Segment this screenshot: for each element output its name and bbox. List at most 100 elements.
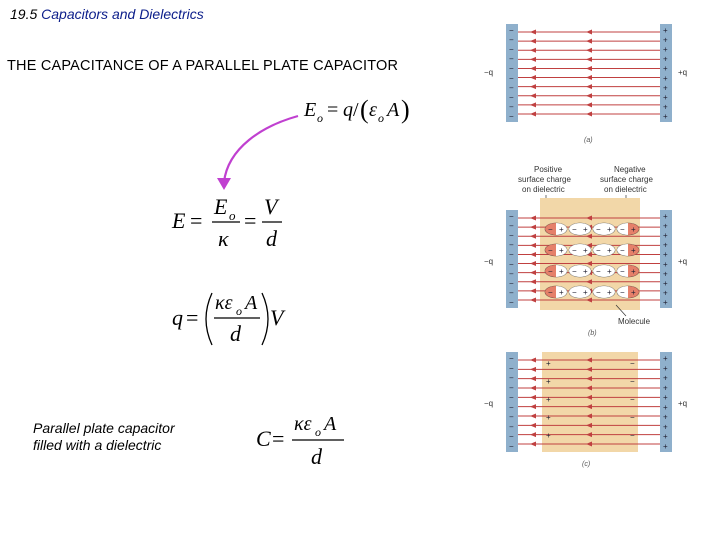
molecule-plus-sign: +: [607, 267, 612, 276]
panel-b: Positive surface charge on dielectric Ne…: [484, 165, 687, 337]
eq-e-den1: κ: [218, 226, 229, 251]
field-arrowhead: [530, 38, 536, 44]
field-arrowhead: [530, 413, 536, 419]
plus-sign: +: [663, 393, 668, 402]
molecule-minus-sign: −: [620, 246, 625, 255]
minus-sign: −: [509, 432, 514, 441]
eq-e0-eps-sub: o: [378, 111, 384, 125]
minus-sign: −: [509, 279, 514, 288]
field-arrowhead: [586, 376, 592, 382]
eq-q-num: κε: [215, 292, 233, 314]
molecule-plus-sign: +: [607, 225, 612, 234]
main-heading: THE CAPACITANCE OF A PARALLEL PLATE CAPA…: [7, 58, 399, 74]
eq-e0-lhs: E: [303, 99, 316, 121]
field-arrowhead: [530, 84, 536, 90]
field-arrowhead: [530, 29, 536, 35]
minus-sign: −: [509, 55, 514, 64]
molecule-positive-end: [556, 223, 567, 235]
minus-sign: −: [509, 102, 514, 111]
molecule-positive-end: [580, 223, 591, 235]
molecule-positive-end: [556, 244, 567, 256]
plus-sign: +: [663, 93, 668, 102]
field-arrowhead: [586, 29, 592, 35]
molecule-positive-end: [604, 244, 615, 256]
figure-caption: Parallel plate capacitor filled with a d…: [33, 420, 175, 454]
molecule-minus-sign: −: [548, 225, 553, 234]
field-arrowhead: [586, 242, 592, 248]
minus-sign: −: [509, 26, 514, 35]
minus-sign: −: [509, 260, 514, 269]
molecule-minus-sign: −: [596, 288, 601, 297]
eq-e0-lhs-sub: o: [317, 111, 323, 125]
molecule-negative-end: [545, 286, 556, 298]
plus-sign: +: [663, 55, 668, 64]
eq-e0-area: A: [385, 99, 400, 121]
molecule-negative-end: [617, 286, 628, 298]
dielectric-minus-sign: −: [630, 413, 635, 422]
plus-sign: +: [663, 432, 668, 441]
molecule-minus-sign: −: [572, 225, 577, 234]
dielectric-plus-sign: +: [546, 359, 551, 368]
minus-sign: −: [509, 83, 514, 92]
equation-c: C = κε o A d: [256, 413, 344, 469]
field-arrowhead: [530, 376, 536, 382]
molecule-negative-end: [593, 244, 604, 256]
field-arrowhead: [586, 102, 592, 108]
molecule-plus-sign: +: [583, 288, 588, 297]
eq-c-num-sub: o: [315, 425, 321, 439]
field-arrowhead: [530, 279, 536, 285]
molecule-plus-sign: +: [583, 267, 588, 276]
panel-a-field-lines: [518, 29, 660, 117]
eq-q-lhs: q: [172, 305, 183, 330]
minus-sign: −: [509, 413, 514, 422]
molecule-minus-sign: −: [596, 267, 601, 276]
plus-sign: +: [663, 279, 668, 288]
dielectric-minus-sign: −: [630, 395, 635, 404]
molecule-negative-end: [617, 223, 628, 235]
molecule-negative-end: [569, 244, 580, 256]
minus-sign: −: [509, 64, 514, 73]
minus-sign: −: [509, 231, 514, 240]
field-arrowhead: [586, 111, 592, 117]
field-arrowhead: [530, 111, 536, 117]
negative-surface-charge-line-2: surface charge: [600, 175, 653, 184]
section-number: 19.5: [10, 6, 38, 22]
molecule-plus-sign: +: [607, 246, 612, 255]
minus-sign: −: [509, 36, 514, 45]
plus-sign: +: [663, 64, 668, 73]
positive-surface-charge-line-3: on dielectric: [522, 185, 565, 194]
dielectric-plus-sign: +: [546, 431, 551, 440]
field-arrowhead: [530, 224, 536, 230]
field-arrowhead: [530, 432, 536, 438]
field-arrowhead: [530, 56, 536, 62]
minus-sign: −: [509, 45, 514, 54]
molecule-negative-end: [593, 265, 604, 277]
eq-q-num-sub: o: [236, 304, 242, 318]
molecule-negative-end: [617, 265, 628, 277]
molecule-negative-end: [545, 244, 556, 256]
minus-sign: −: [509, 354, 514, 363]
molecule-negative-end: [545, 223, 556, 235]
panel-c-negative-plate: [506, 352, 518, 452]
field-arrowhead: [530, 242, 536, 248]
field-arrowhead: [530, 47, 536, 53]
eq-e0-lparen: (: [360, 95, 369, 124]
molecule-label: Molecule: [618, 317, 651, 326]
molecule-positive-end: [628, 223, 639, 235]
molecule-plus-sign: +: [583, 225, 588, 234]
field-arrowhead: [530, 357, 536, 363]
plus-sign: +: [663, 112, 668, 121]
molecule-positive-end: [628, 244, 639, 256]
plus-sign: +: [663, 364, 668, 373]
molecule-negative-end: [569, 265, 580, 277]
molecule-positive-end: [580, 286, 591, 298]
field-arrowhead: [586, 233, 592, 239]
molecule-positive-end: [580, 244, 591, 256]
panel-a-label: (a): [584, 137, 593, 144]
minus-sign: −: [509, 288, 514, 297]
plus-sign: +: [663, 231, 668, 240]
dielectric-minus-sign: −: [630, 377, 635, 386]
dielectric-plus-sign: +: [546, 413, 551, 422]
field-arrowhead: [530, 394, 536, 400]
eq-c-den: d: [311, 444, 323, 469]
